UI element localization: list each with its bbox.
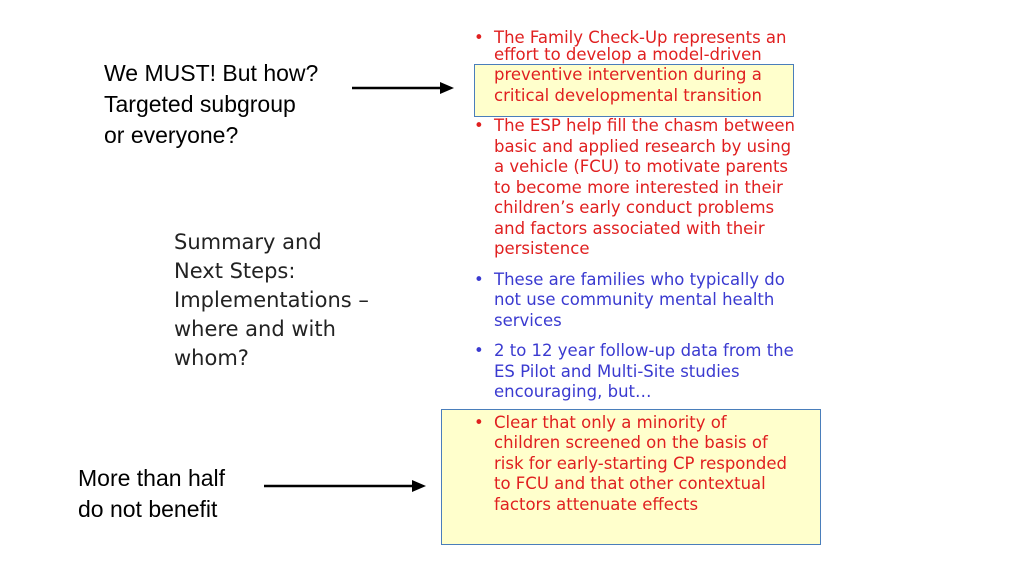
bullet-item: • Clear that only a minority of children… — [470, 413, 820, 516]
bullet-line: services — [494, 310, 562, 330]
bullet-line: The ESP help fill the chasm between — [494, 116, 795, 135]
bullet-line: Clear that only a minority of — [494, 412, 727, 432]
title-line-2: Next Steps: — [174, 259, 296, 283]
title-line-5: whom? — [174, 346, 249, 370]
bullet-line: children’s early conduct problems — [494, 198, 775, 217]
statement-line-1: More than half — [78, 465, 226, 491]
bullet-line: a vehicle (FCU) to motivate parents — [494, 157, 789, 176]
bullet-item: • These are families who typically do no… — [470, 270, 820, 332]
bullet-line: factors attenuate effects — [494, 494, 699, 514]
bullet-line: 2 to 12 year follow-up data from the — [494, 341, 794, 360]
bullet-icon: • — [474, 269, 484, 289]
highlight-box-bottom — [441, 409, 821, 545]
highlight-box-top — [474, 64, 794, 117]
bullet-item: • 2 to 12 year follow-up data from the E… — [470, 341, 820, 403]
bullet-icon: • — [474, 341, 484, 360]
bullet-line: to become more interested in their — [494, 177, 783, 197]
statement-line-2: do not benefit — [78, 496, 218, 522]
bullet-list: • The Family Check-Up represents an effo… — [470, 28, 820, 525]
bullet-line: preventive intervention during a — [494, 65, 762, 84]
bullet-icon: • — [474, 28, 484, 47]
question-line-3: or everyone? — [104, 122, 239, 148]
bullet-line: not use community mental health — [494, 290, 775, 309]
statement-note: More than half do not benefit — [78, 463, 278, 525]
bullet-line: critical developmental transition — [494, 85, 762, 105]
question-line-2: Targeted subgroup — [104, 91, 296, 117]
bullet-line: effort to develop a model-driven — [494, 44, 762, 64]
bullet-item: • The ESP help fill the chasm between ba… — [470, 116, 820, 260]
bullet-icon: • — [474, 116, 484, 135]
title-line-4: where and with — [174, 317, 336, 341]
bullet-line: These are families who typically do — [494, 269, 785, 289]
bullet-line: risk for early-starting CP responded — [494, 453, 787, 473]
bullet-line: and factors associated with their — [494, 218, 765, 238]
title-line-3: Implementations – — [174, 288, 369, 312]
bullet-line: basic and applied research by using — [494, 136, 792, 156]
bullet-line: encouraging, but… — [494, 382, 652, 401]
title-line-1: Summary and — [174, 230, 322, 254]
bullet-item: • The Family Check-Up represents an effo… — [470, 28, 820, 106]
question-line-1: We MUST! But how? — [104, 60, 319, 86]
question-note: We MUST! But how? Targeted subgroup or e… — [104, 58, 364, 151]
bullet-line: persistence — [494, 239, 590, 258]
bullet-line: children screened on the basis of — [494, 433, 768, 452]
slide-title: Summary and Next Steps: Implementations … — [174, 228, 414, 373]
bullet-line: to FCU and that other contextual — [494, 474, 766, 493]
arrow-bottom-icon — [264, 480, 426, 492]
arrow-top-icon — [352, 82, 454, 94]
bullet-icon: • — [474, 412, 484, 432]
bullet-line: The Family Check-Up represents an — [494, 28, 787, 47]
bullet-line: ES Pilot and Multi-Site studies — [494, 361, 740, 381]
